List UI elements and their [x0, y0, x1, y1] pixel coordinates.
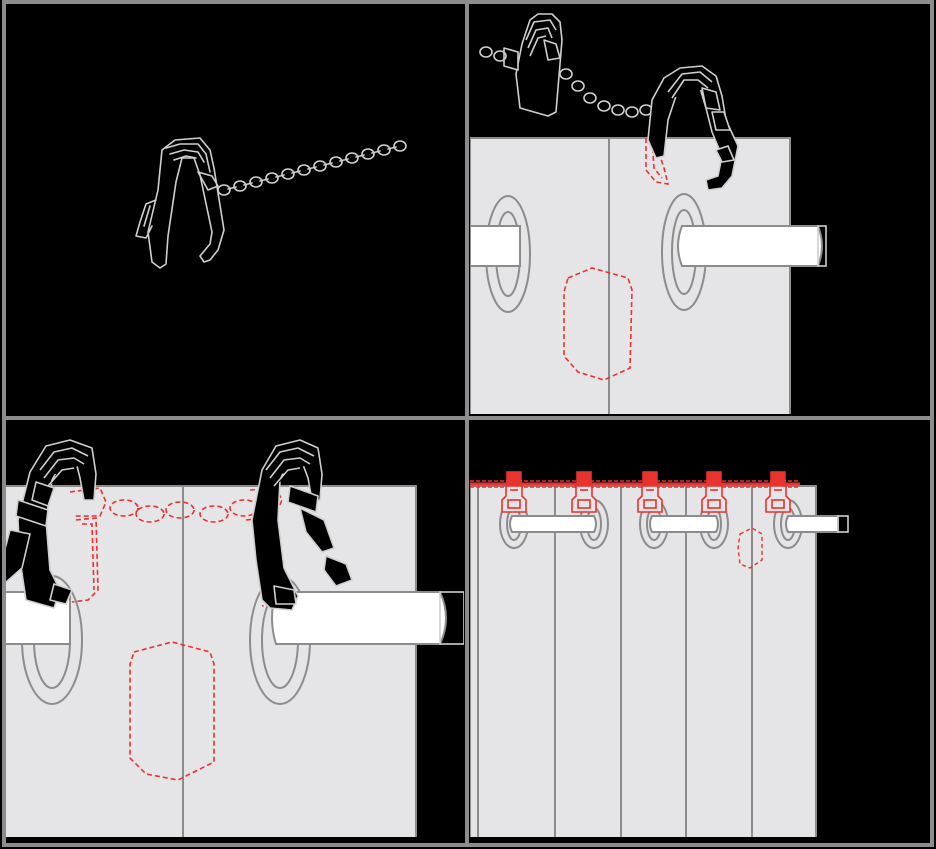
- curtain-rod: [470, 225, 521, 267]
- curtain-fold-lines: [477, 486, 753, 837]
- clip-icon: [647, 65, 739, 191]
- chain-icon: [470, 480, 800, 488]
- hidden-clip-outline: [129, 641, 215, 781]
- clip-icon: [6, 439, 97, 609]
- curtain-panel: [470, 485, 817, 837]
- hidden-clip-outline: [563, 267, 633, 381]
- clip-icon: [501, 471, 791, 513]
- panel-1-clip-with-chain: [135, 137, 407, 269]
- hidden-clip-outline: [737, 527, 763, 569]
- curtain-rod: [509, 515, 839, 533]
- panel-2-clip-on-curtain: [470, 13, 827, 414]
- chain-icon: [217, 140, 407, 196]
- panel-3-closeup: [6, 439, 464, 837]
- panel-4-row-of-clips: [470, 471, 849, 837]
- clip-icon: [503, 13, 563, 117]
- clip-icon: [135, 137, 225, 269]
- clip-icon: [251, 439, 353, 611]
